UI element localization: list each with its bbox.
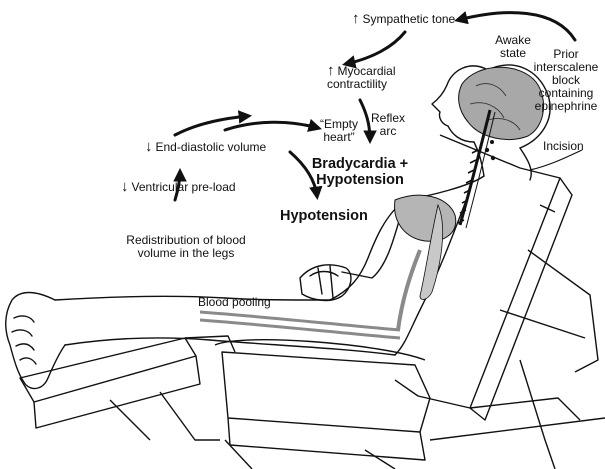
anatomy-shading bbox=[199, 66, 545, 340]
redistribution-label: Redistribution of blood volume in the le… bbox=[126, 233, 246, 260]
myocardial-contractility-label: ↑Myocardial contractility bbox=[327, 62, 396, 91]
decrease-arrow: ↓ bbox=[145, 138, 153, 155]
empty-heart-label: “Empty heart” bbox=[319, 117, 358, 144]
causal-arrows bbox=[173, 11, 577, 202]
sympathetic-chain bbox=[457, 109, 496, 229]
bradycardia-hypotension-label: Bradycardia + Hypotension bbox=[311, 156, 409, 188]
incision-label: Incision bbox=[543, 139, 584, 153]
increase-arrow: ↑ bbox=[352, 10, 360, 27]
end-diastolic-volume-label: ↓End-diastolic volume bbox=[145, 138, 267, 155]
incision-pointer bbox=[529, 149, 583, 171]
decrease-arrow: ↓ bbox=[121, 178, 129, 195]
hypotension-label: Hypotension bbox=[280, 208, 368, 224]
blood-pooling-label: Blood pooling bbox=[198, 295, 271, 309]
ventricular-preload-label: ↓Ventricular pre-load bbox=[121, 178, 236, 195]
awake-state-label: Awake state bbox=[495, 33, 531, 60]
reflex-arc-label: Reflex arc bbox=[370, 111, 405, 138]
increase-arrow: ↑ bbox=[327, 62, 335, 79]
incision-marks bbox=[484, 140, 496, 161]
prior-block-label: Prior interscalene block containing epin… bbox=[533, 47, 599, 113]
sympathetic-tone-label: ↑Sympathetic tone bbox=[352, 10, 456, 27]
